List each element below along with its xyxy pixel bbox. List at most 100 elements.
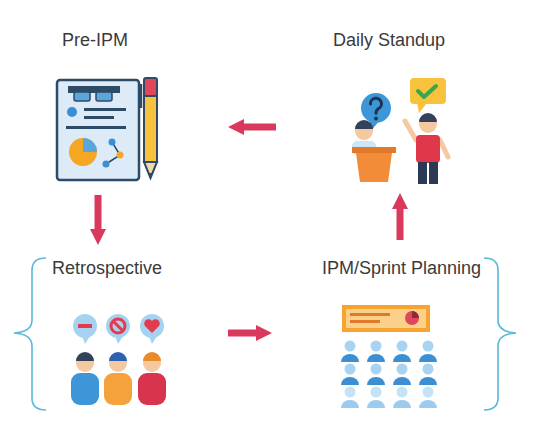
process-step: Daily Standup: [276, 22, 470, 193]
step-heading: Pre-IPM: [62, 30, 128, 50]
planning-document-icon-part: [57, 80, 139, 180]
flow-arrow: [244, 124, 276, 131]
standup-people-icon-part: [352, 147, 396, 153]
planning-document-icon-part: [149, 173, 153, 178]
planning-document-icon-part: [69, 138, 97, 166]
standup-people-icon-part: [429, 162, 438, 184]
standup-people-icon-part: [417, 103, 427, 113]
retrospective-people-icon-part: [106, 314, 130, 338]
retrospective-people-icon: [71, 314, 166, 405]
planning-document-icon-part: [96, 92, 112, 101]
standup-people-icon-part: [418, 86, 436, 97]
retrospective-people-icon-part: [73, 314, 97, 338]
planning-document-icon-part: [109, 139, 116, 146]
step-heading: Daily Standup: [333, 30, 445, 50]
audience-row-part: [367, 400, 385, 408]
audience-row-part: [371, 387, 382, 398]
planning-document-icon: [57, 78, 157, 180]
audience-row-part: [397, 364, 408, 375]
standup-people-icon-part: [440, 140, 448, 157]
audience-row-part: [419, 400, 437, 408]
standup-people-icon-part: [405, 121, 416, 140]
audience-row-part: [423, 341, 434, 352]
left-brace: [14, 258, 46, 410]
audience-row-part: [341, 400, 359, 408]
audience-row-part: [371, 364, 382, 375]
process-step: Pre-IPM: [40, 22, 228, 195]
process-step: Retrospective: [30, 245, 228, 415]
planning-meeting-icon-part: [346, 309, 426, 328]
retrospective-people-icon-part: [78, 324, 92, 328]
planning-document-icon-part: [74, 92, 90, 101]
retrospective-people-icon-part: [104, 373, 132, 405]
planning-document-icon-part: [117, 152, 124, 159]
step-heading: IPM/Sprint Planning: [322, 258, 481, 278]
planning-document-icon-part: [84, 108, 126, 111]
retrospective-people-icon-part: [111, 319, 125, 333]
audience-row-part: [371, 341, 382, 352]
retrospective-people-icon-part: [71, 373, 99, 405]
planning-meeting-icon: [341, 305, 437, 408]
planning-document-icon-part: [140, 84, 143, 108]
planning-document-icon-part: [83, 138, 97, 152]
retrospective-people-icon-part: [138, 373, 166, 405]
audience-row-part: [367, 377, 385, 385]
standup-people-icon-part: [410, 78, 446, 104]
audience-row-part: [423, 364, 434, 375]
audience-row-part: [345, 364, 356, 375]
audience-row: [341, 341, 437, 409]
retrospective-people-icon-part: [115, 336, 123, 344]
planning-meeting-icon-part: [350, 320, 380, 323]
retrospective-people-icon-part: [113, 321, 123, 331]
audience-row-part: [393, 377, 411, 385]
flow-arrow: [95, 195, 102, 229]
standup-people-icon-part: [370, 98, 381, 113]
retrospective-people-icon-part: [144, 319, 160, 333]
standup-people-icon-part: [418, 162, 427, 184]
retrospective-people-icon-part: [76, 352, 94, 361]
audience-row-part: [341, 377, 359, 385]
audience-row-part: [423, 387, 434, 398]
audience-row-part: [393, 354, 411, 362]
retrospective-people-icon-part: [140, 314, 164, 338]
audience-row-part: [345, 387, 356, 398]
standup-people-icon-part: [361, 93, 391, 123]
audience-row-part: [397, 387, 408, 398]
standup-people-icon-part: [374, 117, 378, 121]
planning-document-icon-part: [103, 161, 110, 168]
standup-people-icon: [352, 78, 448, 184]
audience-row-part: [393, 400, 411, 408]
retrospective-people-icon-part: [149, 336, 157, 344]
audience-row-part: [367, 354, 385, 362]
planning-meeting-icon-part: [405, 311, 419, 325]
retrospective-people-icon-part: [82, 336, 90, 344]
planning-meeting-icon-part: [342, 305, 430, 332]
standup-people-icon-part: [416, 135, 440, 163]
audience-row-part: [345, 341, 356, 352]
retrospective-people-icon-part: [143, 352, 161, 361]
standup-people-icon-part: [419, 113, 437, 122]
flow-arrow: [397, 209, 404, 240]
right-brace: [484, 258, 516, 410]
planning-document-icon-part: [67, 107, 77, 117]
audience-row-part: [397, 341, 408, 352]
step-heading: Retrospective: [52, 258, 162, 278]
planning-document-icon-part: [66, 126, 126, 129]
audience-row-part: [419, 377, 437, 385]
retrospective-people-icon-part: [109, 352, 127, 361]
planning-meeting-icon-part: [350, 313, 390, 316]
planning-document-icon-part: [144, 78, 157, 96]
standup-people-icon-part: [356, 153, 392, 182]
audience-row-part: [341, 354, 359, 362]
standup-people-icon-part: [355, 120, 373, 129]
flow-arrow: [228, 330, 256, 337]
planning-meeting-icon-part: [412, 311, 419, 318]
process-step: IPM/Sprint Planning: [272, 240, 480, 415]
audience-row-part: [419, 354, 437, 362]
planning-document-icon-part: [144, 162, 157, 178]
planning-document-icon-part: [84, 116, 114, 119]
